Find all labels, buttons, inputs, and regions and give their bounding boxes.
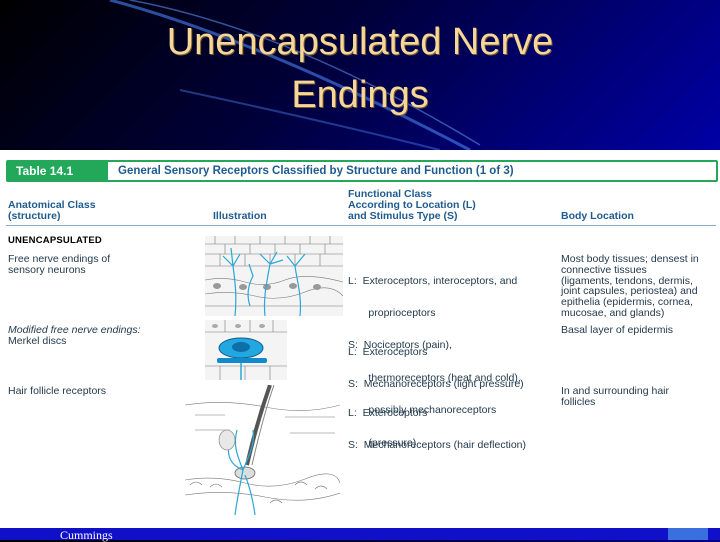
footer-accent — [668, 528, 708, 540]
row-2-body-location: Basal layer of epidermis — [561, 325, 673, 336]
header-functional-line: and Stimulus Type (S) — [348, 210, 458, 222]
row-1-anatomical: Free nerve endings of sensory neurons — [8, 254, 110, 276]
background-swoosh — [109, 0, 481, 152]
cell-line: S: Mechanoreceptors (light pressure) — [348, 377, 524, 390]
hair-follicle-illustration — [185, 385, 340, 515]
cell-line: L: Exteroceptors — [348, 345, 428, 358]
header-anatomical-line: (structure) — [8, 210, 61, 222]
cell-line: (ligaments, tendons, dermis, — [561, 274, 693, 287]
cell-line: Modified free nerve endings: — [8, 324, 141, 336]
merkel-disc-illustration — [205, 320, 287, 380]
header-functional: Functional Class According to Location (… — [348, 189, 476, 222]
section-label: UNENCAPSULATED — [8, 235, 102, 246]
cell-line: mucosae, and glands) — [561, 306, 665, 319]
row-3-functional: L: Exteroceptors S: Mechanoreceptors (ha… — [348, 386, 526, 472]
cell-line: thermoreceptors (heat and cold), — [348, 371, 521, 384]
header-divider — [6, 225, 716, 226]
row-2-anatomical: Modified free nerve endings: Merkel disc… — [8, 325, 141, 347]
table-image: Table 14.1 General Sensory Receptors Cla… — [0, 150, 720, 528]
cell-line: Free nerve endings of — [8, 253, 111, 265]
cell-line: joint capsules, periostea) and — [561, 285, 698, 298]
header-functional-line: According to Location (L) — [348, 199, 476, 211]
cell-line: (pressure) — [348, 436, 417, 449]
row-3-body-location: In and surrounding hair follicles — [561, 386, 669, 408]
cell-line: sensory neurons — [8, 263, 86, 276]
cell-line: Basal layer of epidermis — [561, 324, 674, 336]
table-caption: General Sensory Receptors Classified by … — [118, 165, 514, 177]
row-1-functional: L: Exteroceptors, interoceptors, and pro… — [348, 254, 521, 470]
table-title-bar: Table 14.1 General Sensory Receptors Cla… — [6, 160, 718, 182]
cell-line: Merkel discs — [8, 334, 67, 347]
slide-title-line-1: Unencapsulated Nerve — [166, 21, 554, 63]
cell-line: proprioceptors — [348, 306, 436, 319]
header-anatomical-line: Anatomical Class — [8, 199, 96, 211]
slide-title-line-2: Endings — [291, 74, 429, 116]
table-label: Table 14.1 — [8, 162, 108, 180]
footer-bar — [0, 528, 720, 540]
cell-line: Hair follicle receptors — [8, 385, 107, 397]
cell-line: epithelia (epidermis, cornea, — [561, 296, 693, 309]
cell-line: L: Exteroceptors, interoceptors, and — [348, 274, 518, 287]
header-illustration: Illustration — [213, 210, 267, 222]
header-functional-line: Functional Class — [348, 188, 433, 200]
footer-credit: Cummings — [60, 528, 113, 542]
cell-line: S: Mechanoreceptors (hair deflection) — [348, 438, 527, 451]
free-nerve-ending-illustration — [205, 236, 343, 316]
cell-line: connective tissues — [561, 263, 647, 276]
cell-line: S: Nociceptors (pain), — [348, 339, 452, 352]
row-2-functional: L: Exteroceptors S: Mechanoreceptors (li… — [348, 325, 524, 411]
cell-line: In and surrounding hair — [561, 385, 669, 397]
row-1-body-location: Most body tissues; densest in connective… — [561, 254, 699, 319]
cell-line: possibly mechanoreceptors — [348, 404, 497, 417]
header-anatomical: Anatomical Class (structure) — [8, 200, 96, 222]
cell-line: L: Exteroceptors — [348, 406, 428, 419]
header-body-location: Body Location — [561, 210, 634, 222]
cell-line: follicles — [561, 395, 596, 408]
row-3-anatomical: Hair follicle receptors — [8, 386, 106, 397]
cell-line: Most body tissues; densest in — [561, 253, 699, 265]
